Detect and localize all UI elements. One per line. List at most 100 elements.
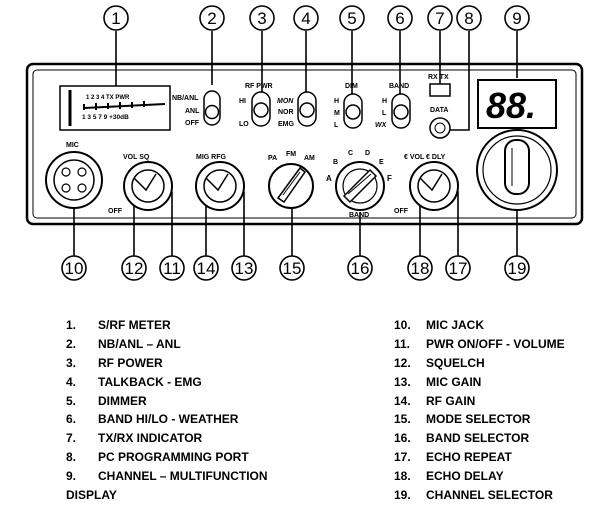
toggle-nb-anl[interactable] [203,90,221,126]
legend-item-number: 15. [394,412,411,427]
legend-item: 16.BAND SELECTOR [394,429,565,448]
lbl-am: AM [304,155,315,162]
lbl-band-d: D [365,150,370,157]
s-rf-meter [59,85,171,131]
lbl-off-echo: OFF [394,208,409,215]
callout-3: 3 [249,5,275,31]
legend-item-text: BAND SELECTOR [426,431,530,446]
lbl-fm: FM [286,151,296,158]
leader-8 [448,31,470,131]
legend-item-text: BAND HI/LO - WEATHER [98,412,239,427]
legend-item: 4. TALKBACK - EMG [66,373,268,392]
legend-item-text: ECHO REPEAT [426,450,512,465]
legend-item-number: 13. [394,374,411,389]
legend-item-number: 7. [66,431,77,446]
knob-mic-rf-gain[interactable] [195,161,245,211]
legend-item-text: TX/RX INDICATOR [98,431,203,446]
channel-display [477,79,557,129]
legend-item: 17.ECHO REPEAT [394,448,565,467]
legend-item: 1.S/RF METER [66,316,268,335]
toggle-rf-power[interactable] [251,91,271,127]
panel-outline [25,62,584,226]
lbl-mic: MIC [66,142,79,149]
legend-item-number: 11. [394,336,411,351]
lbl-band-e: E [379,159,384,166]
lbl-anl: ANL [185,108,200,115]
legend-item: 7. TX/RX INDICATOR [66,429,268,448]
legend-item-text: CHANNEL – MULTIFUNCTION [98,469,268,484]
legend-item-text: TALKBACK - EMG [98,374,202,389]
lbl-vol-sq: VOL SQ [123,154,150,161]
lbl-hi: HI [239,98,246,105]
lbl-off-vol: OFF [108,208,123,215]
callout-1: 1 [103,5,129,31]
legend-item-text: DISPLAY [66,488,117,503]
pc-port-inner [434,122,446,134]
knob-mode-selector[interactable] [268,163,314,209]
lbl-dim: DIM [345,83,358,90]
legend-item-number: 2. [66,336,77,351]
legend-item-number: 6. [66,412,77,427]
legend-item-number: 5. [66,393,77,408]
toggle-dimmer[interactable] [343,93,363,129]
channel-display-digits: 88. [486,85,536,126]
knob-volume-squelch[interactable] [123,161,173,211]
legend-item-text: ECHO DELAY [426,469,504,484]
lbl-band-h: H [382,98,387,105]
lbl-band-b: B [333,159,338,166]
knob-band-selector[interactable] [335,161,385,211]
legend-item-number: 3. [66,355,77,370]
legend-item: 15.MODE SELECTOR [394,410,565,429]
toggle-talkback-emg[interactable] [297,91,317,127]
legend-item-number: 4. [66,374,77,389]
legend-item-number: 19. [394,488,411,503]
legend-item: 6. BAND HI/LO - WEATHER [66,410,268,429]
lbl-echo: € VOL € DLY [404,154,446,161]
legend-item-text: RF GAIN [426,393,476,408]
toggle-band-weather[interactable] [391,93,411,129]
legend-item-number: 14. [394,393,411,408]
mic-pins [61,167,87,193]
callout-7: 7 [427,5,453,31]
legend-item: 10. MIC JACK [394,316,565,335]
legend-item: 2. NB/ANL – ANL [66,335,268,354]
lbl-dim-h: H [334,98,339,105]
callout-number: 19 [508,259,527,278]
lbl-mic-rfg: MIG RFG [196,154,226,161]
legend-item: 18. ECHO DELAY [394,467,565,486]
callout-number: 4 [301,9,310,28]
legend-item-text: NB/ANL – ANL [98,336,181,351]
legend-item: DISPLAY [66,486,268,505]
legend-item: 13.MIC GAIN [394,373,565,392]
lbl-rf-pwr: RF PWR [245,83,273,90]
lbl-emg: EMG [278,121,295,128]
callout-number: 18 [411,259,430,278]
callout-13: 13 [231,255,257,281]
lbl-band-f: F [387,174,392,183]
callout-15: 15 [279,255,305,281]
mic-jack-inner [53,159,95,201]
lbl-band-c: C [348,150,353,157]
callout-number: 15 [283,259,302,278]
legend-item: 12. SQUELCH [394,354,565,373]
callout-number: 16 [351,259,370,278]
lbl-dim-l: L [334,122,339,129]
callout-16: 16 [347,255,373,281]
callout-14: 14 [193,255,219,281]
callout-number: 14 [197,259,216,278]
legend-item-number: 18. [394,469,411,484]
callout-number: 10 [65,259,84,278]
meter-scale-bars [83,101,166,110]
legend-item-text: SQUELCH [426,355,485,370]
callout-18: 18 [407,255,433,281]
legend-item-number: 12. [394,355,411,370]
legend-item-number: 10. [394,318,411,332]
knob-channel-selector[interactable] [476,129,558,211]
legend-item: 3.RF POWER [66,354,268,373]
knob-echo[interactable] [409,161,459,211]
callout-number: 7 [435,9,444,28]
legend-item-text: MIC JACK [426,318,485,332]
callout-number: 8 [464,9,473,28]
